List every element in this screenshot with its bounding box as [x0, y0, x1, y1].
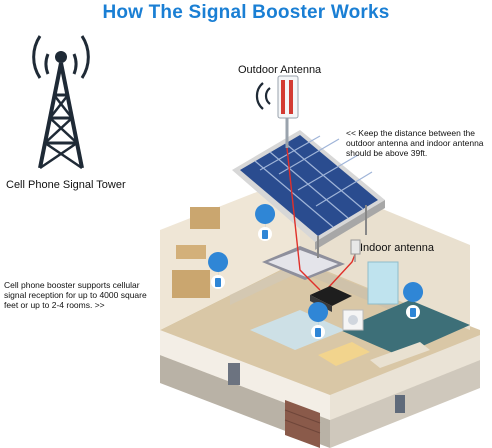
phone-signal-pin-icon [403, 282, 424, 322]
antenna-distance-note: << Keep the distance between the outdoor… [346, 128, 484, 158]
tower-label: Cell Phone Signal Tower [6, 179, 126, 191]
indoor-antenna-icon [350, 239, 361, 262]
outdoor-antenna-label: Outdoor Antenna [238, 64, 322, 76]
phone-signal-pin-icon [308, 302, 329, 342]
diagram-title: How The Signal Booster Works [102, 2, 390, 23]
outdoor-antenna-icon [255, 75, 299, 148]
phone-signal-pin-icon [255, 204, 276, 244]
roof-solar-panels [232, 130, 385, 258]
indoor-antenna-label: Indoor antenna [360, 242, 435, 254]
cell-tower-icon [32, 35, 90, 170]
phone-signal-pin-icon [208, 252, 229, 292]
coverage-note: Cell phone booster supports cellular sig… [4, 280, 147, 310]
